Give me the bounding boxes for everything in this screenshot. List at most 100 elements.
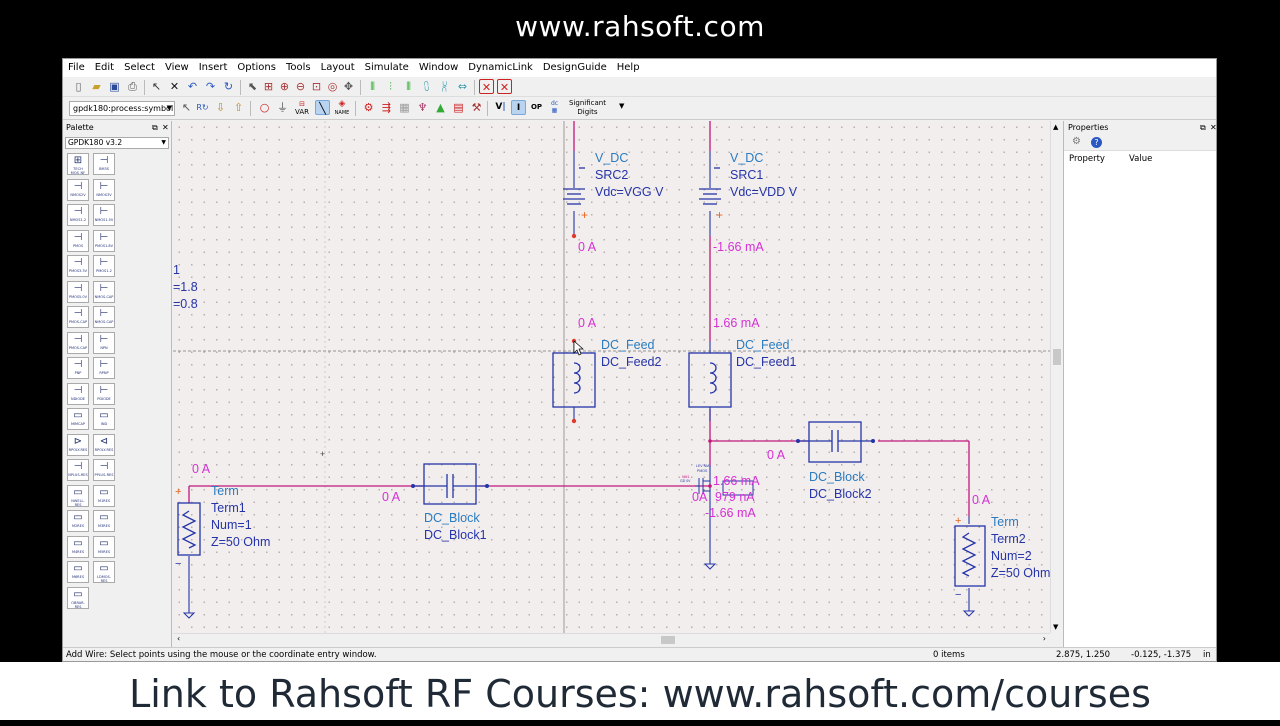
palette-item[interactable]: ⊣PMOS5.0V: [67, 280, 89, 303]
align-right-icon[interactable]: ⫴: [406, 80, 411, 93]
optimize-icon[interactable]: ▦: [399, 101, 410, 114]
horizontal-scroll-thumb[interactable]: [661, 636, 675, 644]
align-center-icon[interactable]: ⫶: [389, 80, 392, 93]
close-panel-icon[interactable]: ✕: [1210, 123, 1217, 132]
menu-view[interactable]: View: [164, 62, 189, 73]
annotate-icon[interactable]: ⚒: [471, 101, 482, 114]
align-bottom-icon[interactable]: ⩈: [442, 80, 447, 93]
palette-item[interactable]: ▭NWELL-RES: [67, 484, 89, 507]
generate-layout-icon[interactable]: ▲: [436, 101, 445, 114]
value-column-header[interactable]: Value: [1129, 154, 1153, 164]
menu-designguide[interactable]: DesignGuide: [542, 62, 607, 73]
palette-item[interactable]: ⊢PMOS1.8V: [93, 229, 115, 252]
scroll-up-icon[interactable]: ▲: [1053, 123, 1059, 131]
schematic-canvas[interactable]: + +: [173, 121, 1050, 633]
deactivate-icon[interactable]: ✕: [479, 79, 494, 94]
palette-item[interactable]: ⊣PMOS3.3V: [67, 255, 89, 277]
palette-item[interactable]: ⊣NMOS2V: [67, 178, 89, 201]
rotate-icon[interactable]: ↻: [223, 80, 234, 93]
close-panel-icon[interactable]: ✕: [162, 123, 169, 132]
palette-item[interactable]: ▭M5RES: [93, 535, 115, 558]
redo-icon[interactable]: ↷: [205, 80, 216, 93]
scroll-right-icon[interactable]: ›: [1042, 634, 1046, 643]
operating-point-button[interactable]: OP: [530, 103, 543, 111]
scroll-left-icon[interactable]: ‹: [177, 634, 181, 643]
palette-item[interactable]: ⊢NMOS1.5V: [93, 204, 115, 226]
insert-component-icon[interactable]: ↖: [181, 101, 192, 114]
menu-window[interactable]: Window: [418, 62, 459, 73]
palette-item[interactable]: ⊢NMOS3V: [93, 178, 115, 201]
palette-item[interactable]: ⊢RPNP: [93, 357, 115, 379]
zoom-fit-icon[interactable]: ⊡: [311, 80, 322, 93]
palette-item[interactable]: ▭M4RES: [67, 535, 89, 558]
menu-file[interactable]: File: [68, 62, 85, 73]
align-left-icon[interactable]: ⫴: [370, 80, 375, 93]
pan-icon[interactable]: ✥: [343, 80, 354, 93]
menu-edit[interactable]: Edit: [94, 62, 115, 73]
horizontal-scrollbar[interactable]: ‹ ›: [173, 633, 1050, 645]
palette-item[interactable]: ⊞TECH MOS_NF INCLUDE: [67, 153, 89, 175]
menu-layout[interactable]: Layout: [320, 62, 355, 73]
palette-item[interactable]: ⊣NMOS1.2: [67, 204, 89, 226]
menu-help[interactable]: Help: [616, 62, 640, 73]
save-icon[interactable]: ▣: [109, 80, 120, 93]
ground-icon[interactable]: ⏚: [277, 101, 288, 114]
new-icon[interactable]: ▯: [75, 80, 82, 93]
palette-item[interactable]: ⊣PMOS-CAP: [67, 331, 89, 354]
distribute-icon[interactable]: ⇔: [457, 80, 468, 93]
palette-item[interactable]: ⊢PDIODE: [93, 382, 115, 405]
palette-item[interactable]: ⊣PMOS-CAP: [67, 306, 89, 328]
palette-library-select[interactable]: GPDK180 v3.2▼: [65, 137, 169, 149]
zoom-in-icon[interactable]: ⊕: [279, 80, 290, 93]
menu-select[interactable]: Select: [124, 62, 155, 73]
select-pointer-icon[interactable]: ↖: [151, 80, 162, 93]
schematic-drawing[interactable]: + +: [173, 121, 1050, 633]
port-icon[interactable]: ○: [259, 101, 270, 114]
palette-item[interactable]: ⊣PMOS: [67, 229, 89, 252]
menu-tools[interactable]: Tools: [285, 62, 311, 73]
yield-icon[interactable]: ♆: [417, 101, 428, 114]
palette-item[interactable]: ⊲RPOLY-RES: [93, 433, 115, 456]
var-equation-button[interactable]: ⊟VAR: [295, 100, 309, 116]
print-icon[interactable]: ⎙: [128, 80, 137, 93]
push-into-icon[interactable]: ⇩: [215, 101, 226, 114]
menu-options[interactable]: Options: [237, 62, 276, 73]
float-panel-icon[interactable]: ⧉: [1200, 123, 1206, 132]
rotate-component-icon[interactable]: R↻: [196, 103, 209, 112]
palette-item[interactable]: ▭MIMCAP: [67, 408, 89, 430]
property-column-header[interactable]: Property: [1069, 154, 1105, 164]
select-mode-icon[interactable]: ⬉: [247, 80, 258, 93]
data-display-icon[interactable]: ▤: [453, 101, 464, 114]
palette-item[interactable]: ⊢NPN: [93, 331, 115, 354]
palette-item[interactable]: ▭OBRAR-RES: [67, 586, 89, 609]
wire-label-button[interactable]: ◈NAME: [334, 99, 350, 117]
open-folder-icon[interactable]: ▰: [92, 80, 101, 93]
palette-item[interactable]: ⊣NPLUS-RES: [67, 459, 89, 481]
palette-item[interactable]: ▭M3RES: [93, 510, 115, 532]
vertical-scrollbar[interactable]: ▲ ▼: [1050, 121, 1062, 633]
palette-item[interactable]: ⊣PNP: [67, 357, 89, 379]
help-icon[interactable]: ?: [1091, 137, 1102, 148]
menu-insert[interactable]: Insert: [198, 62, 228, 73]
component-options-icon[interactable]: ⚙: [1072, 136, 1081, 147]
palette-item[interactable]: ⊳RPOLY-RES: [67, 433, 89, 456]
palette-item[interactable]: ⊣NDIODE: [67, 382, 89, 405]
menu-simulate[interactable]: Simulate: [364, 62, 409, 73]
delete-icon[interactable]: ✕: [169, 80, 180, 93]
zoom-out-icon[interactable]: ⊖: [295, 80, 306, 93]
voltage-annotation-button[interactable]: V|: [495, 102, 506, 112]
menu-dynamiclink[interactable]: DynamicLink: [468, 62, 533, 73]
palette-item[interactable]: ⊢NMOS-CAP: [93, 280, 115, 303]
palette-item[interactable]: ▭M1RES: [93, 484, 115, 507]
library-select[interactable]: gpdk180:process:symbol▼: [69, 101, 175, 116]
palette-item[interactable]: ⊣PPLUS-RES: [93, 459, 115, 481]
vertical-scroll-thumb[interactable]: [1053, 349, 1061, 365]
palette-item[interactable]: ⊢NMOS-CAP: [93, 306, 115, 328]
palette-item[interactable]: ⊢PMOS1.2: [93, 255, 115, 277]
zoom-point-icon[interactable]: ◎: [327, 80, 338, 93]
zoom-area-icon[interactable]: ⊞: [263, 80, 274, 93]
short-icon[interactable]: ✕: [497, 79, 512, 94]
undo-icon[interactable]: ↶: [187, 80, 198, 93]
float-panel-icon[interactable]: ⧉: [152, 123, 158, 132]
